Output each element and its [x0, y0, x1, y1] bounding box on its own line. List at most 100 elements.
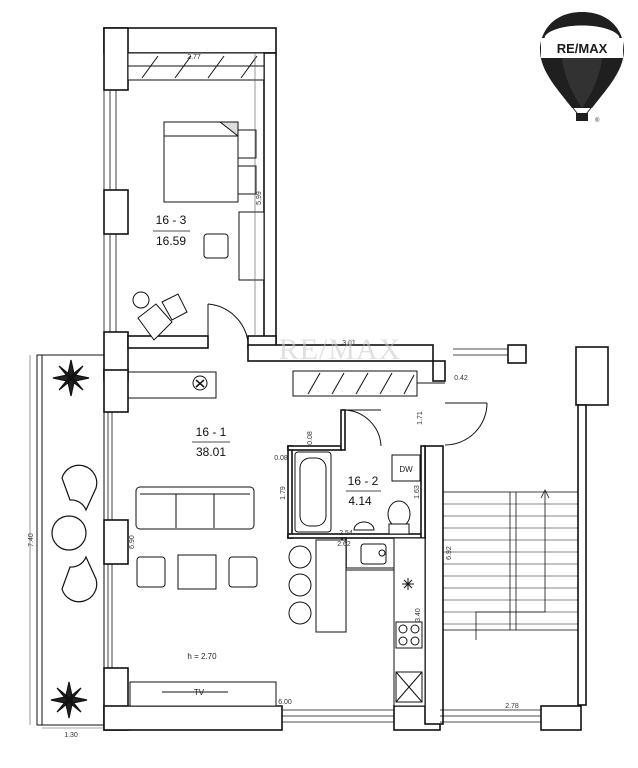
- wall-hall-top-left: [247, 344, 434, 362]
- dim-hall-width: 3.01: [342, 340, 356, 347]
- wall-stair-left: [424, 445, 444, 725]
- dim-living-length: 6.90: [129, 535, 136, 549]
- toilet: [387, 500, 411, 528]
- balcony-furniture: [51, 464, 98, 603]
- dining-chair: [228, 556, 258, 588]
- dim-bath-width-b: 2.62: [337, 541, 351, 548]
- wall-living-left-top: [103, 369, 129, 413]
- kitchen-fixtures: [288, 537, 426, 707]
- wall-stair-bottom: [540, 705, 582, 731]
- chair: [203, 233, 229, 259]
- hall-wardrobe: [292, 370, 418, 397]
- hall-furniture: [292, 370, 445, 397]
- wall-stair-right-top: [575, 346, 609, 406]
- ceiling-height-label: h = 2.70: [187, 652, 217, 661]
- dim-balcony-width: 1.30: [64, 732, 78, 739]
- armchair: [161, 293, 188, 321]
- wall-bath-right: [420, 445, 426, 539]
- wall-bedroom-left-mid: [103, 189, 129, 235]
- wall-bath-left: [287, 445, 293, 539]
- entry-door: [444, 402, 488, 446]
- dining-table: [177, 554, 217, 590]
- wall-bedroom-top: [103, 27, 277, 54]
- chair: [61, 555, 98, 603]
- dim-balcony-length: 7.40: [28, 533, 35, 547]
- bar-stool: [288, 545, 312, 569]
- remax-balloon-logo: RE/MAX ®: [540, 12, 624, 124]
- dishwasher-label: DW: [399, 465, 413, 474]
- desk: [238, 211, 265, 281]
- wall-bath-door-jamb: [340, 409, 346, 451]
- room-area-bathroom: 4.14: [348, 494, 372, 508]
- dining-chair: [136, 556, 166, 588]
- round-table: [51, 515, 87, 551]
- bathroom-fixtures: [294, 451, 421, 535]
- bed: [163, 121, 239, 203]
- staircase: [442, 491, 579, 631]
- walls: [103, 27, 609, 731]
- wall-living-left-mid: [103, 519, 129, 565]
- dim-hall-length: 1.71: [417, 411, 424, 425]
- dim-bedroom-length: 5.99: [256, 191, 263, 205]
- dim-bath-depth: 1.63: [414, 485, 421, 499]
- plant-icon: [50, 681, 88, 719]
- stair-arrow: [475, 489, 550, 640]
- windows: [103, 90, 541, 723]
- dim-hall-gap: 0.42: [454, 375, 468, 382]
- dim-bath-wall-b: 0.08: [274, 455, 288, 462]
- chair: [61, 464, 98, 512]
- bedroom-door: [207, 303, 249, 348]
- room-id-living: 16 - 1: [196, 425, 227, 439]
- balcony: [36, 354, 105, 726]
- bathtub-inner: [299, 457, 327, 527]
- wall-hall-top-post: [507, 344, 527, 364]
- stair-treads: [443, 503, 578, 625]
- balcony-outline: [36, 354, 105, 726]
- room-id-bedroom: 16 - 3: [156, 213, 187, 227]
- wall-hall-stub: [432, 360, 446, 382]
- dim-bath-length: 1.79: [280, 486, 287, 500]
- armchair: [137, 303, 173, 341]
- nightstand: [237, 129, 257, 159]
- living-furniture: [127, 371, 277, 707]
- dim-kitchen-length: 3.40: [415, 608, 422, 622]
- tv-stand: [129, 681, 277, 707]
- wall-stair-right-thin: [577, 404, 587, 706]
- bar-stool: [288, 573, 312, 597]
- kitchen-sink: [360, 543, 387, 565]
- room-area-living: 38.01: [196, 445, 226, 459]
- wall-bath-bottom: [287, 533, 426, 539]
- bar-stool: [288, 601, 312, 625]
- nightstand: [237, 165, 257, 195]
- bath-door: [344, 409, 382, 447]
- wall-bedroom-left-top: [103, 27, 129, 91]
- balloon-basket: [576, 113, 588, 121]
- kitchen-island: [315, 539, 347, 633]
- registered-mark: ®: [595, 117, 600, 124]
- dim-bedroom-width: 2.77: [187, 54, 201, 61]
- bedroom-furniture: [127, 52, 265, 341]
- wall-bath-top: [287, 445, 342, 451]
- sink: [353, 521, 375, 531]
- logo-brand-text: RE/MAX: [557, 41, 608, 56]
- wall-bedroom-bottom: [127, 335, 209, 349]
- lamp-icon: [192, 375, 208, 391]
- dishwasher: [391, 454, 421, 482]
- room-area-bedroom: 16.59: [156, 234, 186, 248]
- dim-bath-wall-a: 0.08: [307, 431, 314, 445]
- room-id-bathroom: 16 - 2: [348, 474, 379, 488]
- dim-stair-length: 6.92: [446, 546, 453, 560]
- dimension-lines: [29, 53, 282, 729]
- wall-bedroom-right: [263, 52, 277, 344]
- dim-living-width: 6.00: [278, 699, 292, 706]
- dim-stair-width: 2.78: [505, 703, 519, 710]
- dim-bath-width-a: 2.54: [339, 530, 353, 537]
- watermark: RE/MAX: [279, 333, 402, 366]
- sofa: [135, 486, 255, 530]
- living-shelf: [127, 371, 217, 399]
- plant-icon: [52, 359, 90, 397]
- wall-living-bottom: [103, 705, 283, 731]
- side-table: [132, 291, 150, 309]
- tv-label: TV: [194, 688, 205, 697]
